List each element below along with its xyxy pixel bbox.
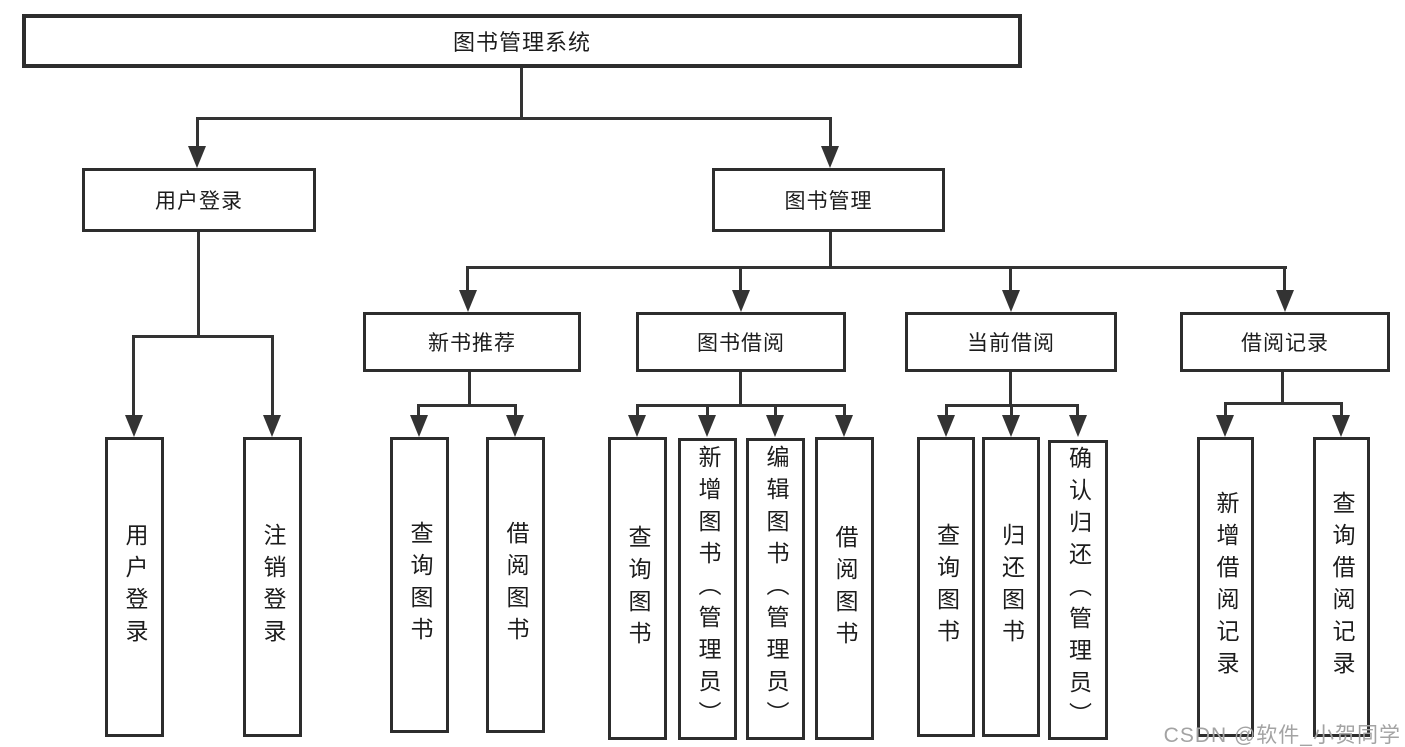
connector-recommend-down xyxy=(468,372,471,406)
connector-bookmgmt-down xyxy=(829,232,832,269)
leaf-confirm-return-admin-label: 确认归还（管理员） xyxy=(1065,446,1092,734)
leaf-query-books: 查询图书 xyxy=(917,437,975,737)
connector-borrow-down xyxy=(739,372,742,406)
leaf-add-borrow-record-label: 新增借阅记录 xyxy=(1213,491,1239,683)
connector-leaf-stem xyxy=(1224,402,1227,418)
arrow-down-icon xyxy=(410,415,428,437)
leaf-user-login-label: 用户登录 xyxy=(122,523,148,651)
arrow-down-icon xyxy=(188,146,206,168)
arrow-down-icon xyxy=(1002,290,1020,312)
leaf-borrow-books-label: 借阅图书 xyxy=(832,524,858,653)
node-borrow-record-label: 借阅记录 xyxy=(1241,332,1329,355)
connector-leaf-stem xyxy=(774,404,777,418)
node-book-management: 图书管理 xyxy=(712,168,945,232)
leaf-user-login: 用户登录 xyxy=(105,437,164,737)
arrow-down-icon xyxy=(263,415,281,437)
leaf-confirm-return-admin: 确认归还（管理员） xyxy=(1048,440,1108,740)
connector-leaf-stem xyxy=(1076,404,1079,418)
connector-leaf-stem xyxy=(706,404,709,418)
connector-record-down xyxy=(1281,372,1284,404)
leaf-borrow-books-label: 借阅图书 xyxy=(503,521,529,649)
arrow-down-icon xyxy=(1069,415,1087,437)
leaf-edit-books-admin: 编辑图书（管理员） xyxy=(746,438,805,740)
node-new-book-recommend: 新书推荐 xyxy=(363,312,581,372)
leaf-query-borrow-record: 查询借阅记录 xyxy=(1313,437,1370,737)
connector-leaf-stem xyxy=(843,404,846,418)
leaf-logout: 注销登录 xyxy=(243,437,302,737)
node-current-borrow: 当前借阅 xyxy=(905,312,1117,372)
node-borrow-record: 借阅记录 xyxy=(1180,312,1390,372)
root-node-label: 图书管理系统 xyxy=(452,30,591,55)
connector-leaf-stem xyxy=(636,404,639,418)
leaf-query-books-label: 查询图书 xyxy=(933,523,960,651)
arrow-down-icon xyxy=(821,146,839,168)
connector-bookmgmt-stem xyxy=(829,117,832,149)
node-book-borrow-label: 图书借阅 xyxy=(697,332,785,355)
leaf-query-books: 查询图书 xyxy=(390,437,449,733)
connector-leaf-stem xyxy=(1010,404,1013,418)
leaf-query-books-label: 查询图书 xyxy=(625,524,651,653)
connector-leaf-stem xyxy=(132,335,135,417)
arrow-down-icon xyxy=(732,290,750,312)
arrow-down-icon xyxy=(628,415,646,437)
arrow-down-icon xyxy=(125,415,143,437)
leaf-return-books-label: 归还图书 xyxy=(998,523,1025,651)
arrow-down-icon xyxy=(937,415,955,437)
leaf-add-books-admin: 新增图书（管理员） xyxy=(678,438,737,740)
node-user-login-label: 用户登录 xyxy=(155,190,243,213)
csdn-watermark: CSDN @软件_小贺同学 xyxy=(1163,724,1401,747)
leaf-return-books: 归还图书 xyxy=(982,437,1040,737)
connector-current-down xyxy=(1009,372,1012,406)
arrow-down-icon xyxy=(506,415,524,437)
node-new-book-recommend-label: 新书推荐 xyxy=(428,332,516,355)
node-book-borrow: 图书借阅 xyxy=(636,312,846,372)
connector-l3-stem xyxy=(1283,266,1286,292)
arrow-down-icon xyxy=(1332,415,1350,437)
leaf-logout-label: 注销登录 xyxy=(260,523,286,651)
connector-l3-stem xyxy=(739,266,742,292)
leaf-edit-books-admin-label: 编辑图书（管理员） xyxy=(763,445,789,733)
node-current-borrow-label: 当前借阅 xyxy=(967,332,1055,355)
arrow-down-icon xyxy=(1276,290,1294,312)
arrow-down-icon xyxy=(1002,415,1020,437)
connector-borrow-hbar xyxy=(637,404,845,407)
leaf-add-books-admin-label: 新增图书（管理员） xyxy=(695,445,721,733)
connector-userlogin-down xyxy=(197,232,200,338)
arrow-down-icon xyxy=(1216,415,1234,437)
leaf-query-books: 查询图书 xyxy=(608,437,667,740)
leaf-query-books-label: 查询图书 xyxy=(407,521,433,649)
connector-leaf-stem xyxy=(417,404,420,418)
leaf-query-borrow-record-label: 查询借阅记录 xyxy=(1329,491,1355,683)
connector-leaf-stem xyxy=(945,404,948,418)
leaf-borrow-books: 借阅图书 xyxy=(815,437,874,740)
leaf-add-borrow-record: 新增借阅记录 xyxy=(1197,437,1254,737)
arrow-down-icon xyxy=(766,415,784,437)
arrow-down-icon xyxy=(459,290,477,312)
connector-root-hbar xyxy=(197,117,831,120)
node-book-management-label: 图书管理 xyxy=(784,190,873,213)
connector-l3-stem xyxy=(1009,266,1012,292)
node-user-login: 用户登录 xyxy=(82,168,316,232)
connector-leaf-stem xyxy=(1340,402,1343,418)
connector-recommend-hbar xyxy=(419,404,516,407)
root-node: 图书管理系统 xyxy=(22,14,1022,68)
leaf-borrow-books: 借阅图书 xyxy=(486,437,545,733)
connector-record-hbar xyxy=(1224,402,1342,405)
arrow-down-icon xyxy=(698,415,716,437)
connector-leaf-stem xyxy=(514,404,517,418)
connector-userlogin-hbar xyxy=(134,335,273,338)
connector-bookmgmt-hbar xyxy=(467,266,1287,269)
connector-leaf-stem xyxy=(271,335,274,417)
connector-root-stem xyxy=(520,68,523,118)
arrow-down-icon xyxy=(835,415,853,437)
connector-l3-stem xyxy=(466,266,469,292)
connector-userlogin-stem xyxy=(196,117,199,149)
